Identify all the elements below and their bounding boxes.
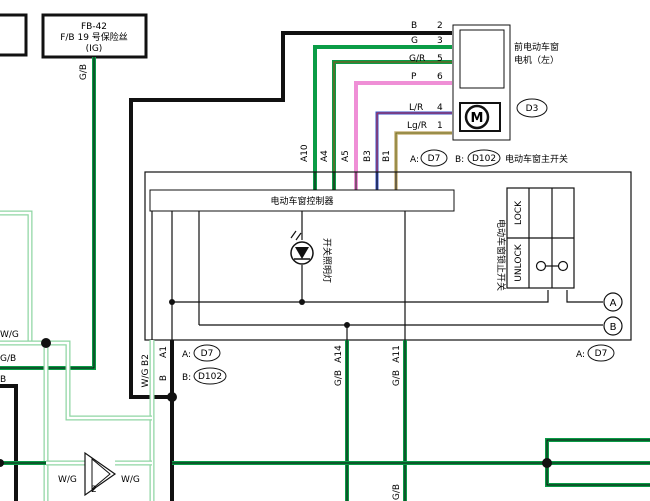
junction-dot xyxy=(344,322,350,328)
motor-connector-box xyxy=(452,24,511,141)
wire-green-a10 xyxy=(313,45,452,190)
bottom-connector-prefix-b: B: xyxy=(182,373,191,383)
junction-dot xyxy=(41,338,51,348)
wire-label-b: B xyxy=(159,375,169,381)
terminal-a10: A10 xyxy=(300,144,310,162)
fuse-box-label-3: (IG) xyxy=(86,44,103,54)
left-edge-box xyxy=(0,13,28,57)
junction-dot xyxy=(169,299,175,305)
switch-lamp-icon xyxy=(290,230,314,265)
terminal-a4: A4 xyxy=(320,150,330,162)
fuse-output-wire xyxy=(0,57,96,370)
bottom-connector-a: D7 xyxy=(201,349,214,359)
junction-dot xyxy=(167,392,177,402)
fuse-box-label-1: FB-42 xyxy=(81,22,107,32)
pin-color-b: B xyxy=(411,21,417,31)
motor-name-line1: 前电动车窗 xyxy=(514,41,559,53)
node-b xyxy=(603,316,623,336)
pin-number-4: 4 xyxy=(437,103,443,113)
internal-circuit xyxy=(151,211,603,340)
left-black-wire xyxy=(0,384,18,501)
terminal-a11: A11 xyxy=(392,345,402,363)
pin-number-5: 5 xyxy=(437,54,443,64)
terminal-b2: B2 xyxy=(141,354,151,366)
terminal-b3: B3 xyxy=(363,150,373,162)
bottom-wire-label-left: W/G xyxy=(58,475,77,485)
fuse-wire-color-label: G/B xyxy=(79,64,89,80)
motor-connector-inner xyxy=(459,29,505,89)
pin-color-p: P xyxy=(411,72,417,82)
wire-pink-a5 xyxy=(354,81,452,190)
bottom-gb-wire xyxy=(0,438,650,487)
inline-connector-number: 2 xyxy=(91,485,97,495)
left-wire-label-b: B xyxy=(0,375,6,385)
switch-connector-a: D7 xyxy=(428,154,441,164)
switch-connector-tag-b xyxy=(467,149,501,167)
motor-symbol: M xyxy=(471,111,484,126)
right-connector: D7 xyxy=(595,349,608,359)
pin-number-3: 3 xyxy=(437,36,443,46)
bottom-connector-b: D102 xyxy=(198,372,222,382)
terminal-a1: A1 xyxy=(159,346,169,358)
pin-number-2: 2 xyxy=(437,21,443,31)
left-wire-label-gb: G/B xyxy=(0,354,16,364)
terminal-b1: B1 xyxy=(382,150,392,162)
lock-switch-label: 电动车窗锁止开关 xyxy=(495,219,507,291)
bottom-connector-tag-b xyxy=(193,367,227,385)
pin-color-lr: L/R xyxy=(409,103,423,113)
wire-label-gb-a11: G/B xyxy=(392,370,402,386)
switch-connector-b: D102 xyxy=(472,154,496,164)
motor-connector-tag xyxy=(516,98,548,118)
node-a xyxy=(603,292,623,312)
switch-connector-prefix-a: A: xyxy=(410,155,419,165)
motor-housing xyxy=(459,102,501,132)
wire-label-wg: W/G xyxy=(141,369,151,388)
motor-icon xyxy=(464,104,490,130)
inline-connector-icon xyxy=(84,451,117,497)
right-connector-tag xyxy=(587,344,615,362)
lock-label: LOCK xyxy=(514,200,524,225)
left-wire-label-wg: W/G xyxy=(0,330,19,340)
fuse-box-label-2: F/B 19 号保险丝 xyxy=(60,31,128,43)
bottom-wire-label-right: W/G xyxy=(121,475,140,485)
pin-color-lgr: Lg/R xyxy=(407,121,427,131)
switch-connector-prefix-b: B: xyxy=(455,155,464,165)
wire-label-gb-a14: G/B xyxy=(334,370,344,386)
main-switch-title: 电动车窗主开关 xyxy=(505,153,568,165)
switch-lamp-label: 开关照明灯 xyxy=(321,238,333,283)
pin-color-gr: G/R xyxy=(409,54,425,64)
pin-number-1: 1 xyxy=(437,121,443,131)
junction-dot xyxy=(299,299,305,305)
node-b-label: B xyxy=(610,322,617,333)
bottom-wire-label-gb: G/B xyxy=(392,484,402,500)
main-switch-box xyxy=(144,171,632,341)
motor-connector-id: D3 xyxy=(526,104,539,114)
bottom-connector-tag-a xyxy=(193,344,221,362)
unlock-label: UNLOCK xyxy=(514,243,524,281)
lock-switch-contact xyxy=(535,260,569,272)
pin-number-6: 6 xyxy=(437,72,443,82)
pin-color-g: G xyxy=(411,36,418,46)
window-controller-label: 电动车窗控制器 xyxy=(270,195,333,207)
junction-dot xyxy=(542,458,552,468)
top-pin-ticks xyxy=(314,172,397,190)
switch-connector-tag-a xyxy=(420,149,448,167)
bottom-connector-prefix-a: A: xyxy=(182,350,191,360)
node-a-label: A xyxy=(610,298,617,309)
terminal-a5: A5 xyxy=(341,150,351,162)
terminal-a14: A14 xyxy=(334,345,344,363)
right-connector-prefix: A: xyxy=(576,350,585,360)
motor-name-line2: 电机（左） xyxy=(514,54,559,66)
junction-dot xyxy=(0,459,4,467)
